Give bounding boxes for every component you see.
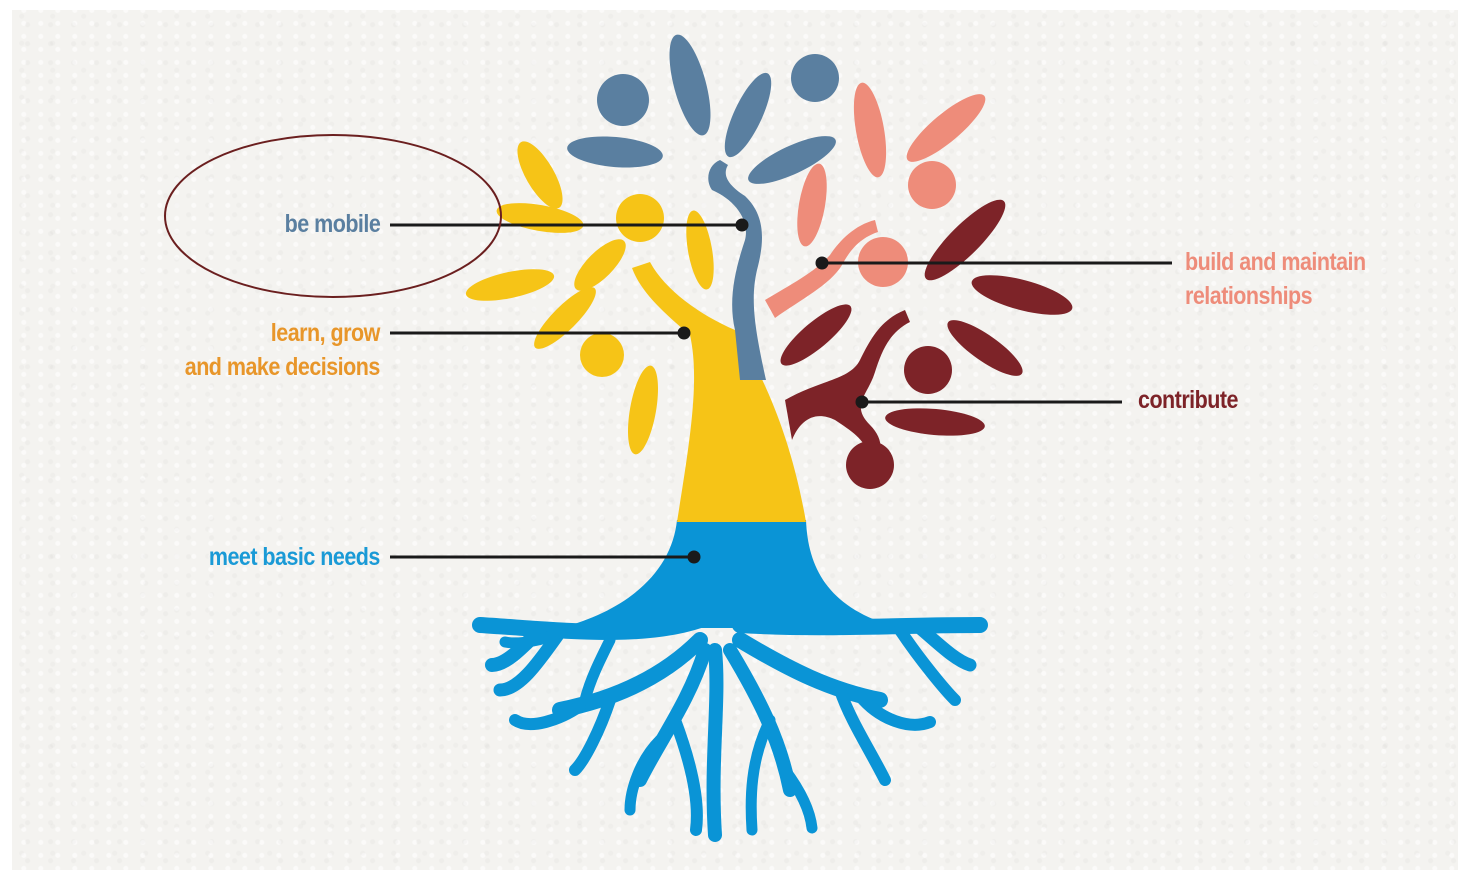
trunk-blue-section — [560, 520, 900, 628]
label-learn-grow: learn, grow and make decisions — [184, 319, 381, 381]
top-border — [0, 0, 1468, 10]
left-border — [0, 0, 12, 870]
label-contribute: contribute — [1138, 386, 1238, 414]
right-border — [1458, 0, 1468, 870]
branch-blue — [708, 160, 766, 380]
label-be-mobile: be mobile — [284, 210, 380, 238]
maroon-leaves — [780, 199, 1073, 489]
trunk-yellow-section — [632, 262, 806, 522]
annotation-ellipse — [164, 134, 502, 298]
label-build-relationships: build and maintain relationships — [1185, 248, 1366, 310]
roots — [472, 612, 988, 842]
branch-maroon — [785, 310, 910, 455]
blue-leaves — [567, 34, 839, 184]
leader-lines — [390, 218, 1172, 564]
yellow-leaves — [465, 141, 714, 455]
label-meet-basic-needs: meet basic needs — [208, 543, 381, 571]
